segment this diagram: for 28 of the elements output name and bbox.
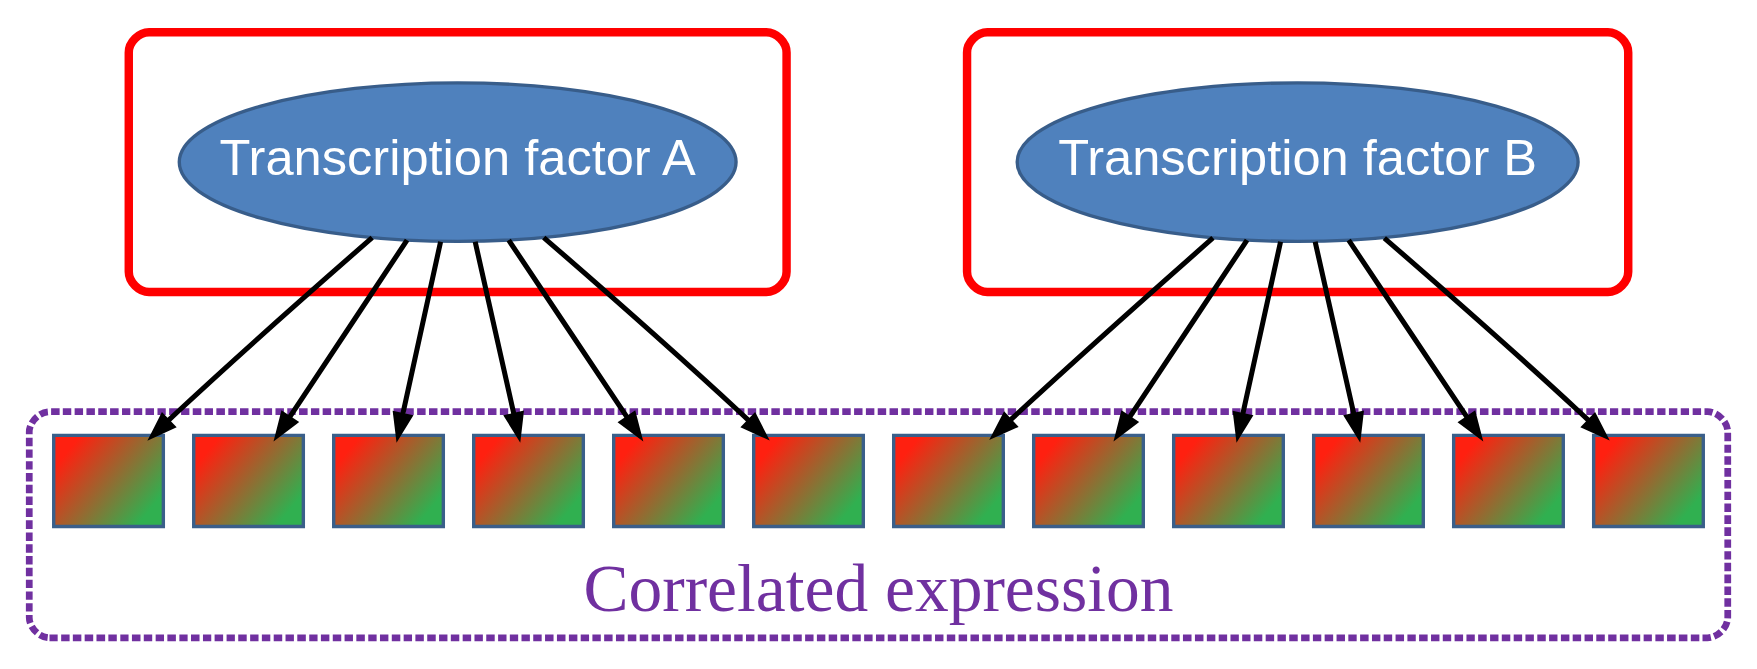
- cluster: [124, 27, 791, 296]
- arrow: [147, 235, 374, 441]
- arrow: [1346, 238, 1484, 442]
- node-box: [1451, 433, 1565, 528]
- cluster: [962, 27, 1633, 296]
- node-box: [1591, 433, 1705, 528]
- arrow: [472, 240, 524, 443]
- arrow: [392, 240, 444, 443]
- arrow: [1113, 238, 1250, 442]
- arrow: [273, 238, 410, 442]
- node-box: [1172, 433, 1285, 528]
- arrow: [542, 235, 770, 441]
- arrow: [989, 235, 1215, 440]
- node-box: [192, 433, 306, 528]
- arrow: [506, 238, 644, 442]
- node-box: [52, 433, 166, 528]
- node-box: [892, 433, 1005, 528]
- node-box: [472, 433, 585, 528]
- node-ellipse: Transcription factor B: [1015, 80, 1580, 243]
- node-box: [1311, 433, 1425, 528]
- node-box: [1032, 433, 1145, 528]
- node-ellipse: Transcription factor A: [177, 80, 738, 243]
- arrow: [1232, 240, 1284, 443]
- node-box: [612, 433, 725, 528]
- arrow: [1312, 240, 1364, 443]
- node-box: [752, 433, 865, 528]
- node-box: [332, 433, 446, 528]
- arrow: [1382, 235, 1610, 441]
